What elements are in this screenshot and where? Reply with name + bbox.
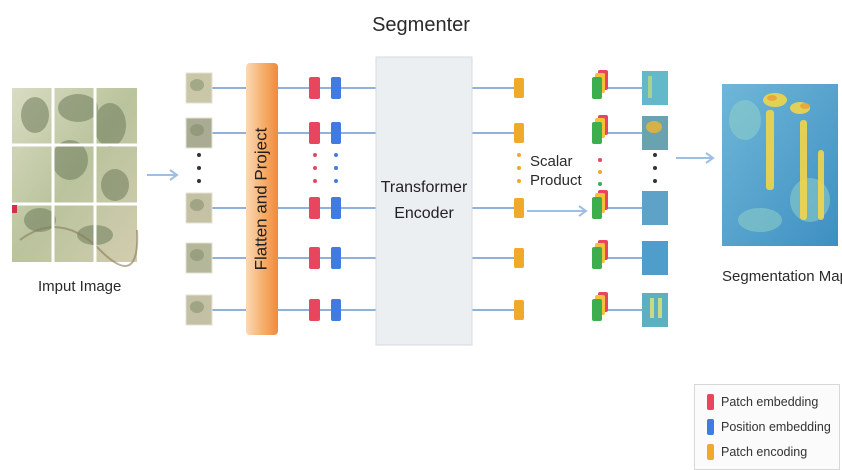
patch-thumbnail-texture xyxy=(190,301,204,313)
scalar-product-label: Scalar Product xyxy=(530,152,582,190)
ellipsis-dot xyxy=(313,166,317,170)
ellipsis-dot xyxy=(197,153,201,157)
legend-item-patch-encoding: Patch encoding xyxy=(707,442,807,462)
ellipsis-dot xyxy=(653,153,657,157)
class-segment-thumbnail xyxy=(642,71,668,105)
ellipsis-dot xyxy=(598,170,602,174)
class-segment-thumbnail xyxy=(642,293,668,327)
class-mask-front xyxy=(592,77,602,99)
position-embedding-token xyxy=(331,299,341,321)
transformer-encoder-box xyxy=(376,57,472,345)
input-image-label: Imput Image xyxy=(38,278,121,295)
encoder-label-line1: Transformer xyxy=(381,179,468,196)
patch-embedding-token xyxy=(309,299,320,321)
position-embedding-token xyxy=(331,197,341,219)
flatten-project-label: Flatten and Project xyxy=(251,127,270,270)
position-embedding-token xyxy=(331,77,341,99)
class-mask-front xyxy=(592,122,602,144)
ellipsis-dot xyxy=(334,153,338,157)
legend-item-patch-embedding: Patch embedding xyxy=(707,392,818,412)
patch-embedding-token xyxy=(309,77,320,99)
ellipsis-dot xyxy=(197,166,201,170)
input-image xyxy=(12,88,137,266)
ellipsis-dot xyxy=(313,179,317,183)
scalar-product-arrow xyxy=(527,206,586,216)
segmentation-map-label: Segmentation Map xyxy=(722,268,842,285)
scalar-label-line2: Product xyxy=(530,171,582,190)
class-mask-front xyxy=(592,247,602,269)
patch-thumbnail-texture xyxy=(190,79,204,91)
position-embedding-token xyxy=(331,247,341,269)
position-embedding-token xyxy=(331,122,341,144)
patch-encoding-token xyxy=(514,198,524,218)
class-mask-front xyxy=(592,197,602,219)
ellipsis-dot xyxy=(517,179,521,183)
ellipsis-dot xyxy=(653,166,657,170)
patch-thumbnail-texture xyxy=(190,249,204,261)
class-mask-front xyxy=(592,299,602,321)
patch-embedding-token xyxy=(309,197,320,219)
patch-embedding-token xyxy=(309,247,320,269)
ellipsis-dot xyxy=(334,166,338,170)
ellipsis-dot xyxy=(334,179,338,183)
patch-thumbnail-texture xyxy=(190,124,204,136)
ellipsis-dot xyxy=(598,182,602,186)
ellipsis-dot xyxy=(517,153,521,157)
patch-encoding-token xyxy=(514,300,524,320)
legend-item-position-embedding: Position embedding xyxy=(707,417,831,437)
class-segment-thumbnail xyxy=(642,191,668,225)
legend-label: Patch embedding xyxy=(721,395,818,409)
ellipsis-dot xyxy=(313,153,317,157)
ellipsis-dot xyxy=(517,166,521,170)
legend-swatch xyxy=(707,419,714,435)
legend-label: Patch encoding xyxy=(721,445,807,459)
patch-encoding-token xyxy=(514,78,524,98)
patch-thumbnail-texture xyxy=(190,199,204,211)
segment-highlight xyxy=(646,121,662,133)
ellipsis-dot xyxy=(197,179,201,183)
legend-swatch xyxy=(707,444,714,460)
encoder-label-line2: Encoder xyxy=(394,205,454,222)
output-arrow xyxy=(676,153,713,163)
ellipsis-dot xyxy=(653,179,657,183)
class-segment-thumbnail xyxy=(642,241,668,275)
segment-highlight xyxy=(648,76,652,98)
scalar-label-line1: Scalar xyxy=(530,152,582,171)
segment-highlight xyxy=(650,298,654,318)
patch-encoding-token xyxy=(514,248,524,268)
legend-swatch xyxy=(707,394,714,410)
input-arrow xyxy=(147,170,177,180)
legend-label: Position embedding xyxy=(721,420,831,434)
patch-embedding-token xyxy=(309,122,320,144)
segment-highlight xyxy=(658,298,662,318)
legend: Patch embedding Position embedding Patch… xyxy=(694,384,840,470)
patch-encoding-token xyxy=(514,123,524,143)
ellipsis-dot xyxy=(598,158,602,162)
segmentation-map xyxy=(722,84,838,246)
